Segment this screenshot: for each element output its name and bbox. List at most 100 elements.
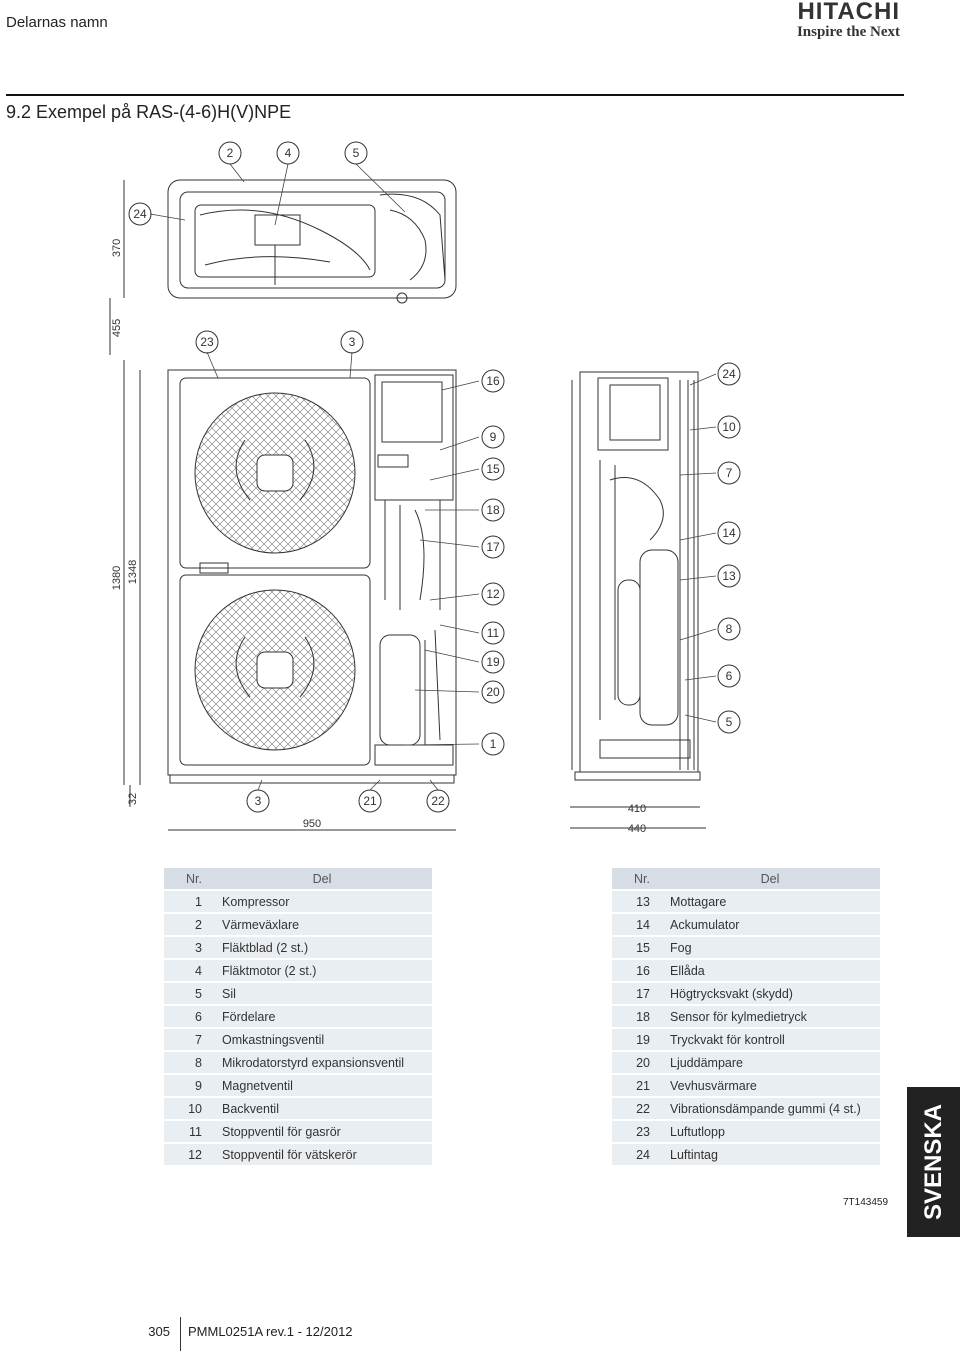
part-number: 11 xyxy=(164,1121,212,1142)
callout-circles xyxy=(128,141,741,813)
part-number: 1 xyxy=(164,891,212,912)
part-number: 22 xyxy=(612,1098,660,1119)
part-number: 3 xyxy=(164,937,212,958)
callout-labels: 2 4 5 24 23 3 16 9 15 18 17 12 11 19 20 … xyxy=(133,146,736,808)
part-number: 10 xyxy=(164,1098,212,1119)
document-reference: PMML0251A rev.1 - 12/2012 xyxy=(188,1324,353,1339)
callout-label: 3 xyxy=(349,335,356,349)
part-number: 4 xyxy=(164,960,212,981)
part-number: 12 xyxy=(164,1144,212,1165)
column-header-del: Del xyxy=(660,868,880,889)
part-name: Vevhusvärmare xyxy=(660,1075,880,1096)
part-name: Omkastningsventil xyxy=(212,1029,432,1050)
part-name: Fog xyxy=(660,937,880,958)
part-name: Värmeväxlare xyxy=(212,914,432,935)
callout-label: 1 xyxy=(490,737,497,751)
callout-label: 23 xyxy=(200,335,214,349)
part-name: Ljuddämpare xyxy=(660,1052,880,1073)
part-name: Sil xyxy=(212,983,432,1004)
logo-tagline: Inspire the Next xyxy=(796,24,900,40)
part-number: 17 xyxy=(612,983,660,1004)
callout-label: 3 xyxy=(255,794,262,808)
part-name: Luftintag xyxy=(660,1144,880,1165)
part-name: Sensor för kylmedietryck xyxy=(660,1006,880,1027)
part-number: 20 xyxy=(612,1052,660,1073)
page-number: 305 xyxy=(148,1324,170,1339)
callout-label: 5 xyxy=(726,715,733,729)
section-title: 9.2 Exempel på RAS-(4-6)H(V)NPE xyxy=(6,102,292,122)
callout-label: 20 xyxy=(486,685,500,699)
part-number: 23 xyxy=(612,1121,660,1142)
dimension-labels: 370 455 1380 1348 32 950 410 440 xyxy=(111,239,646,835)
part-number: 15 xyxy=(612,937,660,958)
part-number: 9 xyxy=(164,1075,212,1096)
part-number: 6 xyxy=(164,1006,212,1027)
leader-lines xyxy=(149,163,717,791)
part-number: 14 xyxy=(612,914,660,935)
part-name: Backventil xyxy=(212,1098,432,1119)
header-title: Delarnas namn xyxy=(6,14,108,31)
part-name: Stoppventil för gasrör xyxy=(212,1121,432,1142)
callout-label: 7 xyxy=(726,466,733,480)
callout-label: 8 xyxy=(726,622,733,636)
part-name: Magnetventil xyxy=(212,1075,432,1096)
dimension-label: 455 xyxy=(111,319,123,337)
callout-label: 24 xyxy=(133,207,147,221)
callout-label: 14 xyxy=(722,526,736,540)
dimension-label: 32 xyxy=(127,793,139,805)
callout-label: 10 xyxy=(722,420,736,434)
part-name: Högtrycksvakt (skydd) xyxy=(660,983,880,1004)
side-view xyxy=(571,371,701,781)
part-name: Mottagare xyxy=(660,891,880,912)
callout-label: 4 xyxy=(285,146,292,160)
callout-label: 12 xyxy=(486,587,500,601)
callout-label: 24 xyxy=(722,367,736,381)
unit-drawing: 2 4 5 24 23 3 16 9 15 18 17 12 11 19 20 … xyxy=(109,141,741,835)
language-tab: SVENSKA xyxy=(907,1087,960,1237)
part-name: Fläktblad (2 st.) xyxy=(212,937,432,958)
header-divider xyxy=(6,94,904,96)
dimension-label: 1348 xyxy=(127,560,139,584)
callout-label: 6 xyxy=(726,669,733,683)
part-name: Fläktmotor (2 st.) xyxy=(212,960,432,981)
dimension-label: 1380 xyxy=(111,566,123,590)
footer-divider xyxy=(180,1317,181,1351)
column-header-nr: Nr. xyxy=(612,868,660,889)
part-number: 16 xyxy=(612,960,660,981)
language-tab-label: SVENSKA xyxy=(919,1103,947,1221)
callout-label: 17 xyxy=(486,540,500,554)
part-number: 24 xyxy=(612,1144,660,1165)
callout-label: 22 xyxy=(431,794,445,808)
dimension-label: 950 xyxy=(303,818,321,830)
callout-label: 11 xyxy=(487,626,500,640)
part-name: Kompressor xyxy=(212,891,432,912)
part-name: Ellåda xyxy=(660,960,880,981)
part-number: 18 xyxy=(612,1006,660,1027)
part-number: 8 xyxy=(164,1052,212,1073)
callout-label: 18 xyxy=(486,503,500,517)
